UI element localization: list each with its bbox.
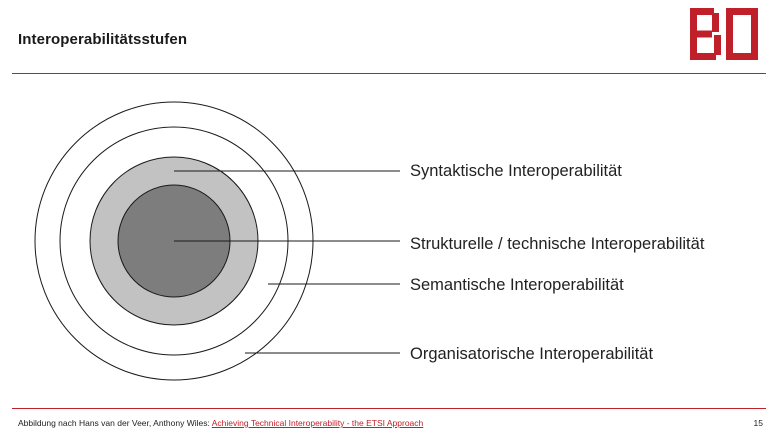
page-number: 15 [753,418,763,428]
slide-title: Interoperabilitätsstufen [18,31,188,48]
structural-label: Strukturelle / technische Interoperabili… [410,235,705,253]
citation-prefix: Abbildung nach Hans van der Veer, Anthon… [18,418,212,428]
footer-citation: Abbildung nach Hans van der Veer, Anthon… [18,418,423,428]
bo-logo [690,8,758,60]
semantic-label: Semantische Interoperabilität [410,276,624,294]
syntactic-label: Syntaktische Interoperabilität [410,162,622,180]
header-divider [12,73,766,74]
citation-link[interactable]: Achieving Technical Interoperability - t… [211,418,424,428]
footer-divider [12,408,766,409]
organisational-label: Organisatorische Interoperabilität [410,345,654,363]
